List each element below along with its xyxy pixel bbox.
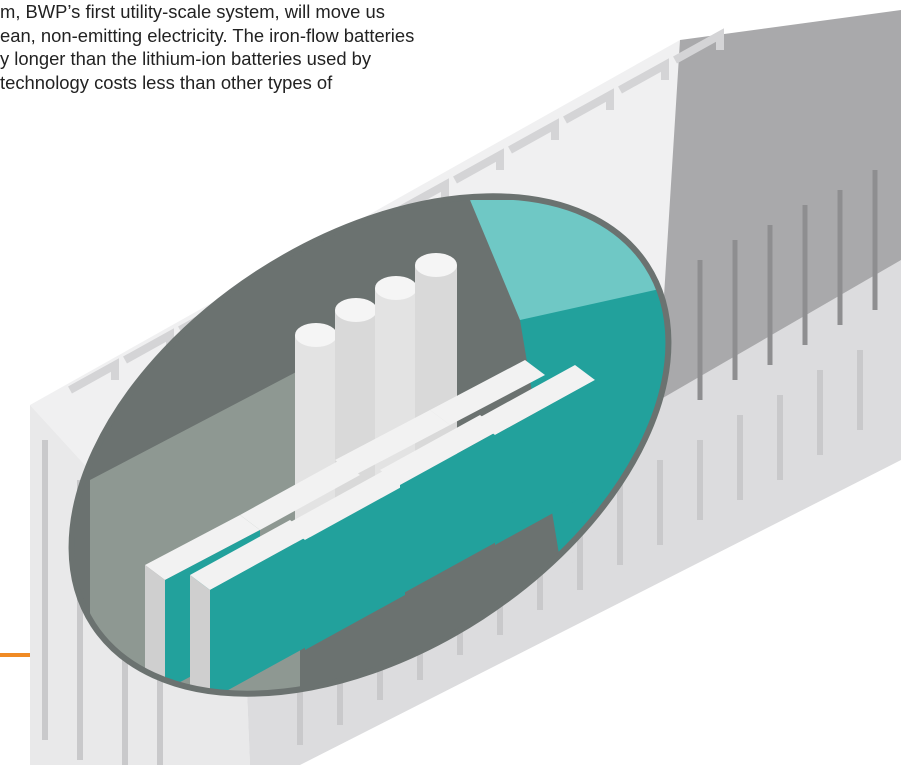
caption-line: technology costs less than other types o… <box>0 71 333 93</box>
caption-text: m, BWP’s first utility-scale system, wil… <box>0 0 560 94</box>
caption-line: ean, non-emitting electricity. The iron-… <box>0 24 415 46</box>
caption-line: m, BWP’s first utility-scale system, wil… <box>0 1 385 22</box>
battery-modules <box>145 360 595 700</box>
end-ribs <box>697 170 878 400</box>
cutaway-rim <box>68 193 672 697</box>
caption-line: y longer than the lithium-ion batteries … <box>0 48 372 69</box>
